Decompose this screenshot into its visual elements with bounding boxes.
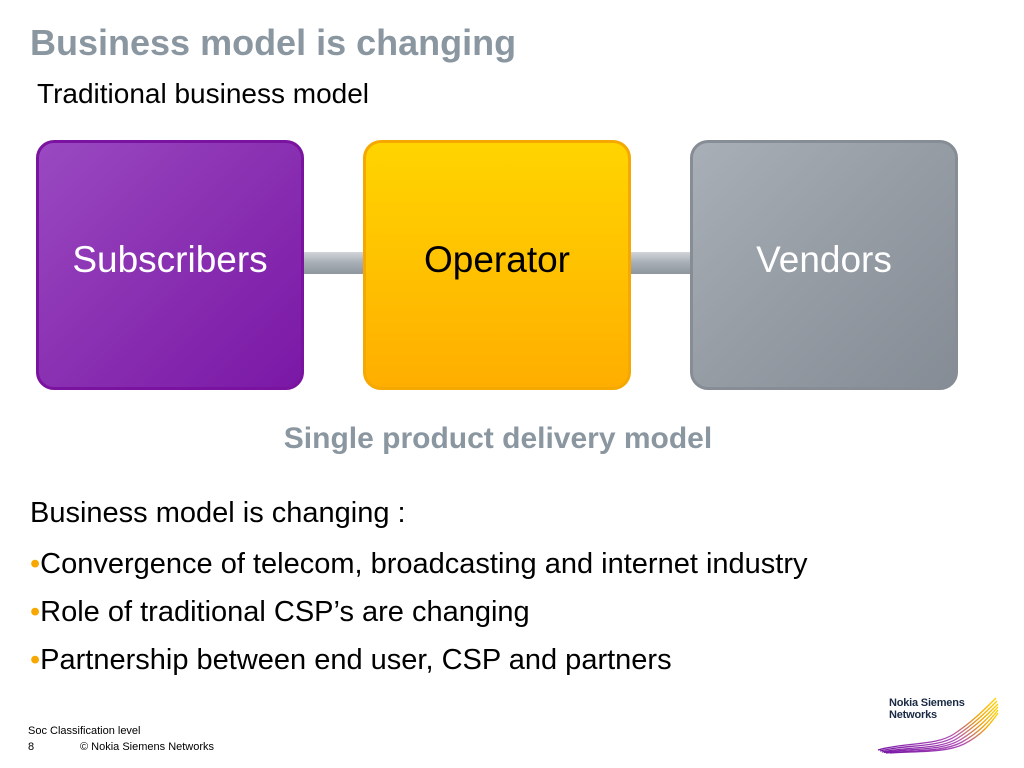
footer: Soc Classification level 8 © Nokia Siemen… [28, 723, 214, 755]
slide-subtitle: Traditional business model [37, 78, 370, 109]
copyright: © Nokia Siemens Networks [80, 741, 215, 753]
bullet-item: •Convergence of telecom, broadcasting an… [30, 545, 808, 593]
bullet-icon: • [30, 644, 41, 676]
diagram-caption: Single product delivery model [283, 422, 713, 455]
classification-level: Soc Classification level [28, 725, 141, 737]
operator-box: Operator [363, 140, 631, 390]
bullet-item: •Partnership between end user, CSP and p… [30, 641, 808, 689]
subscribers-label: Subscribers [72, 239, 268, 280]
vendors-label: Vendors [756, 239, 892, 280]
slide-title: Business model is changing [30, 22, 517, 63]
bullet-text: Convergence of telecom, broadcasting and… [40, 548, 808, 580]
body-heading: Business model is changing : [30, 497, 406, 529]
nokia-siemens-swoosh-icon [877, 697, 999, 754]
logo-line-2: Networks [889, 709, 937, 721]
business-model-diagram: Subscribers Operator Vendors [36, 140, 958, 390]
bullet-icon: • [30, 596, 41, 628]
bullet-text: Role of traditional CSP’s are changing [40, 596, 530, 628]
bullet-icon: • [30, 548, 41, 580]
bullet-list: •Convergence of telecom, broadcasting an… [30, 545, 808, 689]
bullet-item: •Role of traditional CSP’s are changing [30, 593, 808, 641]
bullet-text: Partnership between end user, CSP and pa… [40, 644, 672, 676]
page-number: 8 [28, 741, 35, 753]
subscribers-box: Subscribers [36, 140, 304, 390]
footer-row: 8 © Nokia Siemens Networks [28, 739, 214, 755]
connector-subscribers-operator [300, 252, 368, 274]
company-logo: Nokia Siemens Networks [876, 690, 1000, 754]
operator-label: Operator [423, 239, 570, 280]
logo-text: Nokia Siemens Networks [889, 697, 965, 721]
vendors-box: Vendors [690, 140, 958, 390]
connector-operator-vendors [627, 252, 695, 274]
logo-line-1: Nokia Siemens [889, 697, 965, 709]
